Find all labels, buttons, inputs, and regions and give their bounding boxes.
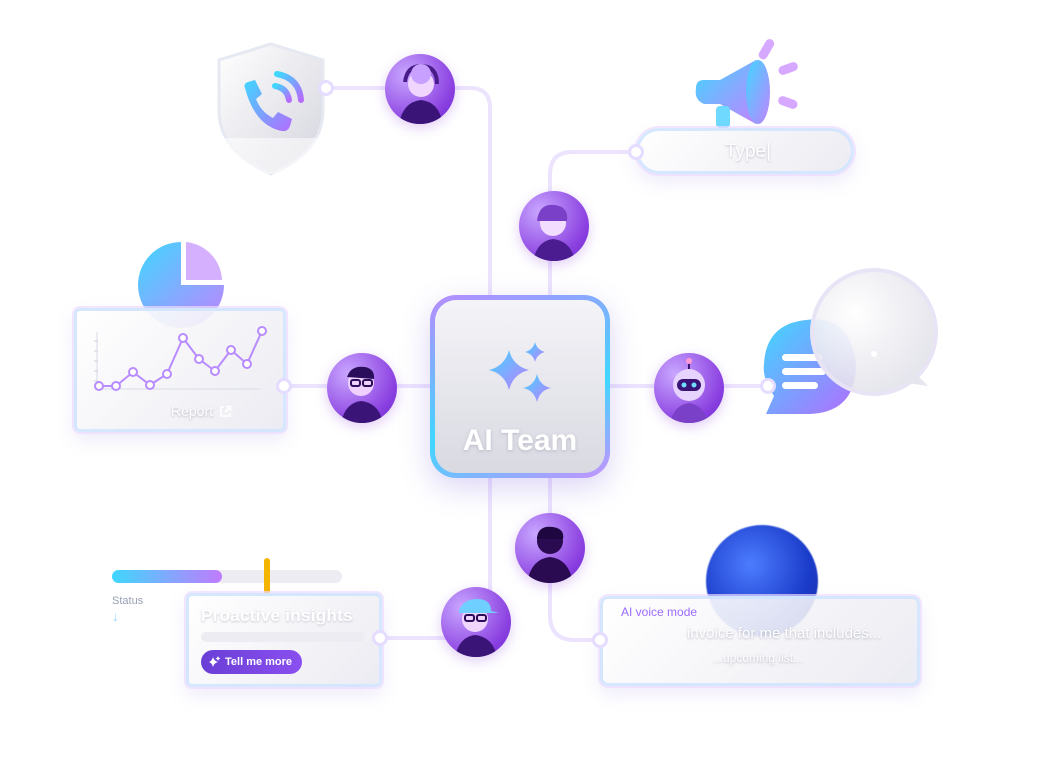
avatar-man-glasses[interactable] [327, 353, 397, 423]
ai-team-hub[interactable]: AI Team [430, 295, 610, 478]
chat-bubble-icon [760, 268, 940, 418]
arrow-down-icon: ↓ [112, 609, 119, 624]
avatar-woman-top-right[interactable] [519, 191, 589, 261]
avatar-man-cap[interactable] [441, 587, 511, 657]
status-progress-marker[interactable] [264, 558, 270, 594]
insights-title: Proactive insights [201, 606, 353, 625]
sparkles-small-icon [209, 656, 221, 667]
report-line-chart [94, 326, 267, 391]
pill-connector-dot [628, 144, 644, 160]
insights-card[interactable]: Proactive insights Tell me more [186, 593, 382, 687]
phone-shield-icon [215, 40, 327, 178]
report-connector-dot [276, 378, 292, 394]
voice-mode-label: AI voice mode [621, 605, 698, 619]
status-progress-fill [112, 570, 223, 583]
voice-connector-dot [592, 632, 608, 648]
report-link-text: Report [171, 403, 214, 419]
tell-me-more-button[interactable]: Tell me more [201, 650, 303, 674]
voice-mode-card[interactable]: AI voice mode invoice for me that includ… [600, 596, 920, 686]
avatar-headset-woman[interactable] [385, 54, 455, 124]
avatar-robot[interactable] [654, 353, 724, 423]
avatar-silhouette[interactable] [515, 513, 585, 583]
hub-label: AI Team [462, 424, 578, 457]
search-input-text: Type| [725, 141, 772, 162]
sparkles-icon [489, 342, 551, 402]
chat-connector-dot [760, 378, 776, 394]
shield-connector-dot [318, 80, 334, 96]
voice-transcript-line2: ...upcoming list... [713, 651, 804, 665]
insights-connector-dot [372, 630, 388, 646]
megaphone-icon [690, 30, 810, 135]
search-input[interactable]: Type| [636, 128, 854, 174]
status-label: Status [112, 595, 144, 607]
status-progress-bar[interactable] [112, 558, 342, 594]
tell-me-more-label: Tell me more [225, 656, 293, 668]
voice-transcript-line1: invoice for me that includes... [687, 625, 882, 642]
report-link[interactable]: Report [171, 403, 232, 419]
pie-chart-icon [136, 240, 226, 330]
insights-placeholder-bar [201, 632, 365, 642]
external-link-icon [220, 405, 232, 417]
report-card[interactable]: Report [74, 308, 286, 432]
